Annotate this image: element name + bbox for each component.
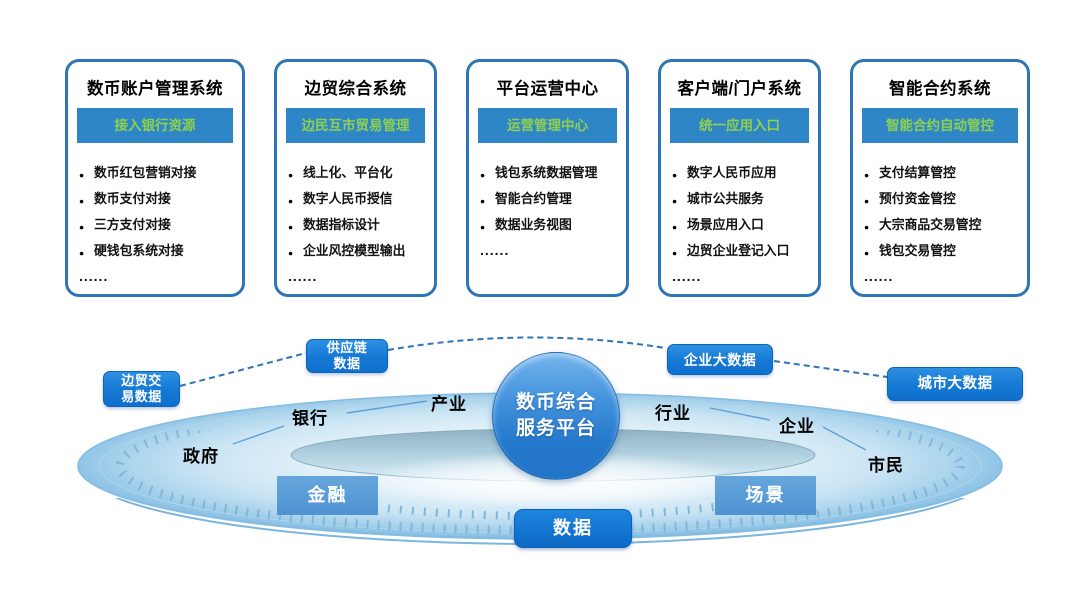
card-item: 硬钱包系统对接: [79, 242, 233, 262]
card-title: 客户端/门户系统: [677, 80, 802, 98]
card-border-trade-system: 边贸综合系统 边民互市贸易管理 线上化、平台化 数字人民币授信 数据指标设计 企…: [274, 59, 437, 297]
line-government-bank: [232, 425, 285, 445]
card-item: 数币红包营销对接: [79, 164, 233, 184]
card-platform-operation-center: 平台运营中心 运营管理中心 钱包系统数据管理 智能合约管理 数据业务视图 ...…: [466, 59, 629, 297]
card-tag: 运营管理中心: [478, 108, 617, 143]
card-item: 钱包交易管控: [864, 242, 1018, 262]
card-item: 线上化、平台化: [288, 164, 425, 184]
box-supply-chain-data: 供应链 数据: [306, 339, 388, 373]
card-item: 场景应用入口: [672, 216, 809, 236]
box-label-line: 边贸交: [121, 373, 162, 388]
box-finance: 金融: [277, 476, 378, 515]
dashed-line-border-trade-to-supply: [179, 352, 307, 387]
card-title: 平台运营中心: [496, 80, 599, 98]
card-item-list: 钱包系统数据管理 智能合约管理 数据业务视图: [478, 164, 617, 236]
card-item: 数字人民币应用: [672, 164, 809, 184]
center-platform-circle: 数币综合 服务平台: [492, 352, 620, 480]
box-label-line: 供应链: [326, 340, 368, 355]
platter-tick-ring-outer: [115, 430, 965, 535]
box-data: 数据: [514, 509, 632, 548]
box-city-bigdata: 城市大数据: [887, 367, 1023, 401]
center-circle-line1: 数币综合: [515, 392, 596, 413]
ring-label-bank: 银行: [292, 409, 328, 428]
system-cards-row: 数币账户管理系统 接入银行资源 数币红包营销对接 数币支付对接 三方支付对接 硬…: [65, 59, 1032, 297]
card-item: 数字人民币授信: [288, 190, 425, 210]
card-item: 城市公共服务: [672, 190, 809, 210]
card-item: 企业风控模型输出: [288, 242, 425, 262]
card-ellipsis: ......: [288, 268, 318, 284]
line-sector-enterprise: [709, 407, 771, 421]
dashed-line-enterprise-to-city: [773, 360, 888, 378]
card-item: 钱包系统数据管理: [480, 164, 617, 184]
card-item: 智能合约管理: [480, 190, 617, 210]
dashed-arc-supply-to-enterprise: [387, 336, 666, 351]
box-label-line: 城市大数据: [917, 376, 993, 392]
card-item: 数币支付对接: [79, 190, 233, 210]
card-item: 边贸企业登记入口: [672, 242, 809, 262]
card-ellipsis: ......: [480, 242, 510, 258]
ring-label-government: 政府: [183, 447, 219, 466]
card-tag: 边民互市贸易管理: [286, 108, 425, 143]
card-item-list: 支付结算管控 预付资金管控 大宗商品交易管控 钱包交易管控: [862, 164, 1018, 262]
card-item: 大宗商品交易管控: [864, 216, 1018, 236]
card-item-list: 数字人民币应用 城市公共服务 场景应用入口 边贸企业登记入口: [670, 164, 809, 262]
card-title: 边贸综合系统: [304, 80, 407, 98]
card-tag: 接入银行资源: [77, 108, 233, 143]
card-account-management: 数币账户管理系统 接入银行资源 数币红包营销对接 数币支付对接 三方支付对接 硬…: [65, 59, 245, 297]
box-border-trade-data: 边贸交 易数据: [103, 371, 180, 407]
center-circle-line2: 服务平台: [515, 418, 596, 439]
box-scene: 场景: [715, 476, 816, 515]
card-item: 数据业务视图: [480, 216, 617, 236]
card-title: 数币账户管理系统: [87, 80, 223, 98]
box-label-line: 易数据: [121, 389, 162, 404]
card-tag: 智能合约自动管控: [862, 108, 1018, 143]
card-client-portal-system: 客户端/门户系统 统一应用入口 数字人民币应用 城市公共服务 场景应用入口 边贸…: [658, 59, 821, 297]
platter-glow: [360, 451, 750, 509]
card-tag: 统一应用入口: [670, 108, 809, 143]
ring-label-citizen: 市民: [868, 456, 904, 475]
card-item: 支付结算管控: [864, 164, 1018, 184]
card-item-list: 线上化、平台化 数字人民币授信 数据指标设计 企业风控模型输出: [286, 164, 425, 262]
card-item: 三方支付对接: [79, 216, 233, 236]
line-bank-industry: [346, 400, 428, 414]
card-smart-contract-system: 智能合约系统 智能合约自动管控 支付结算管控 预付资金管控 大宗商品交易管控 钱…: [850, 59, 1030, 297]
card-item: 数据指标设计: [288, 216, 425, 236]
ring-label-enterprise: 企业: [779, 417, 815, 436]
line-enterprise-citizen: [822, 426, 867, 451]
box-label-line: 企业大数据: [683, 351, 757, 368]
card-item: 预付资金管控: [864, 190, 1018, 210]
box-label-line: 数据: [333, 356, 361, 371]
card-ellipsis: ......: [672, 268, 702, 284]
box-enterprise-bigdata: 企业大数据: [667, 344, 773, 375]
card-item-list: 数币红包营销对接 数币支付对接 三方支付对接 硬钱包系统对接: [77, 164, 233, 262]
card-title: 智能合约系统: [889, 80, 991, 98]
card-ellipsis: ......: [79, 268, 109, 284]
ring-label-industry: 产业: [431, 395, 467, 414]
ring-label-sector: 行业: [655, 404, 691, 423]
card-ellipsis: ......: [864, 268, 894, 284]
